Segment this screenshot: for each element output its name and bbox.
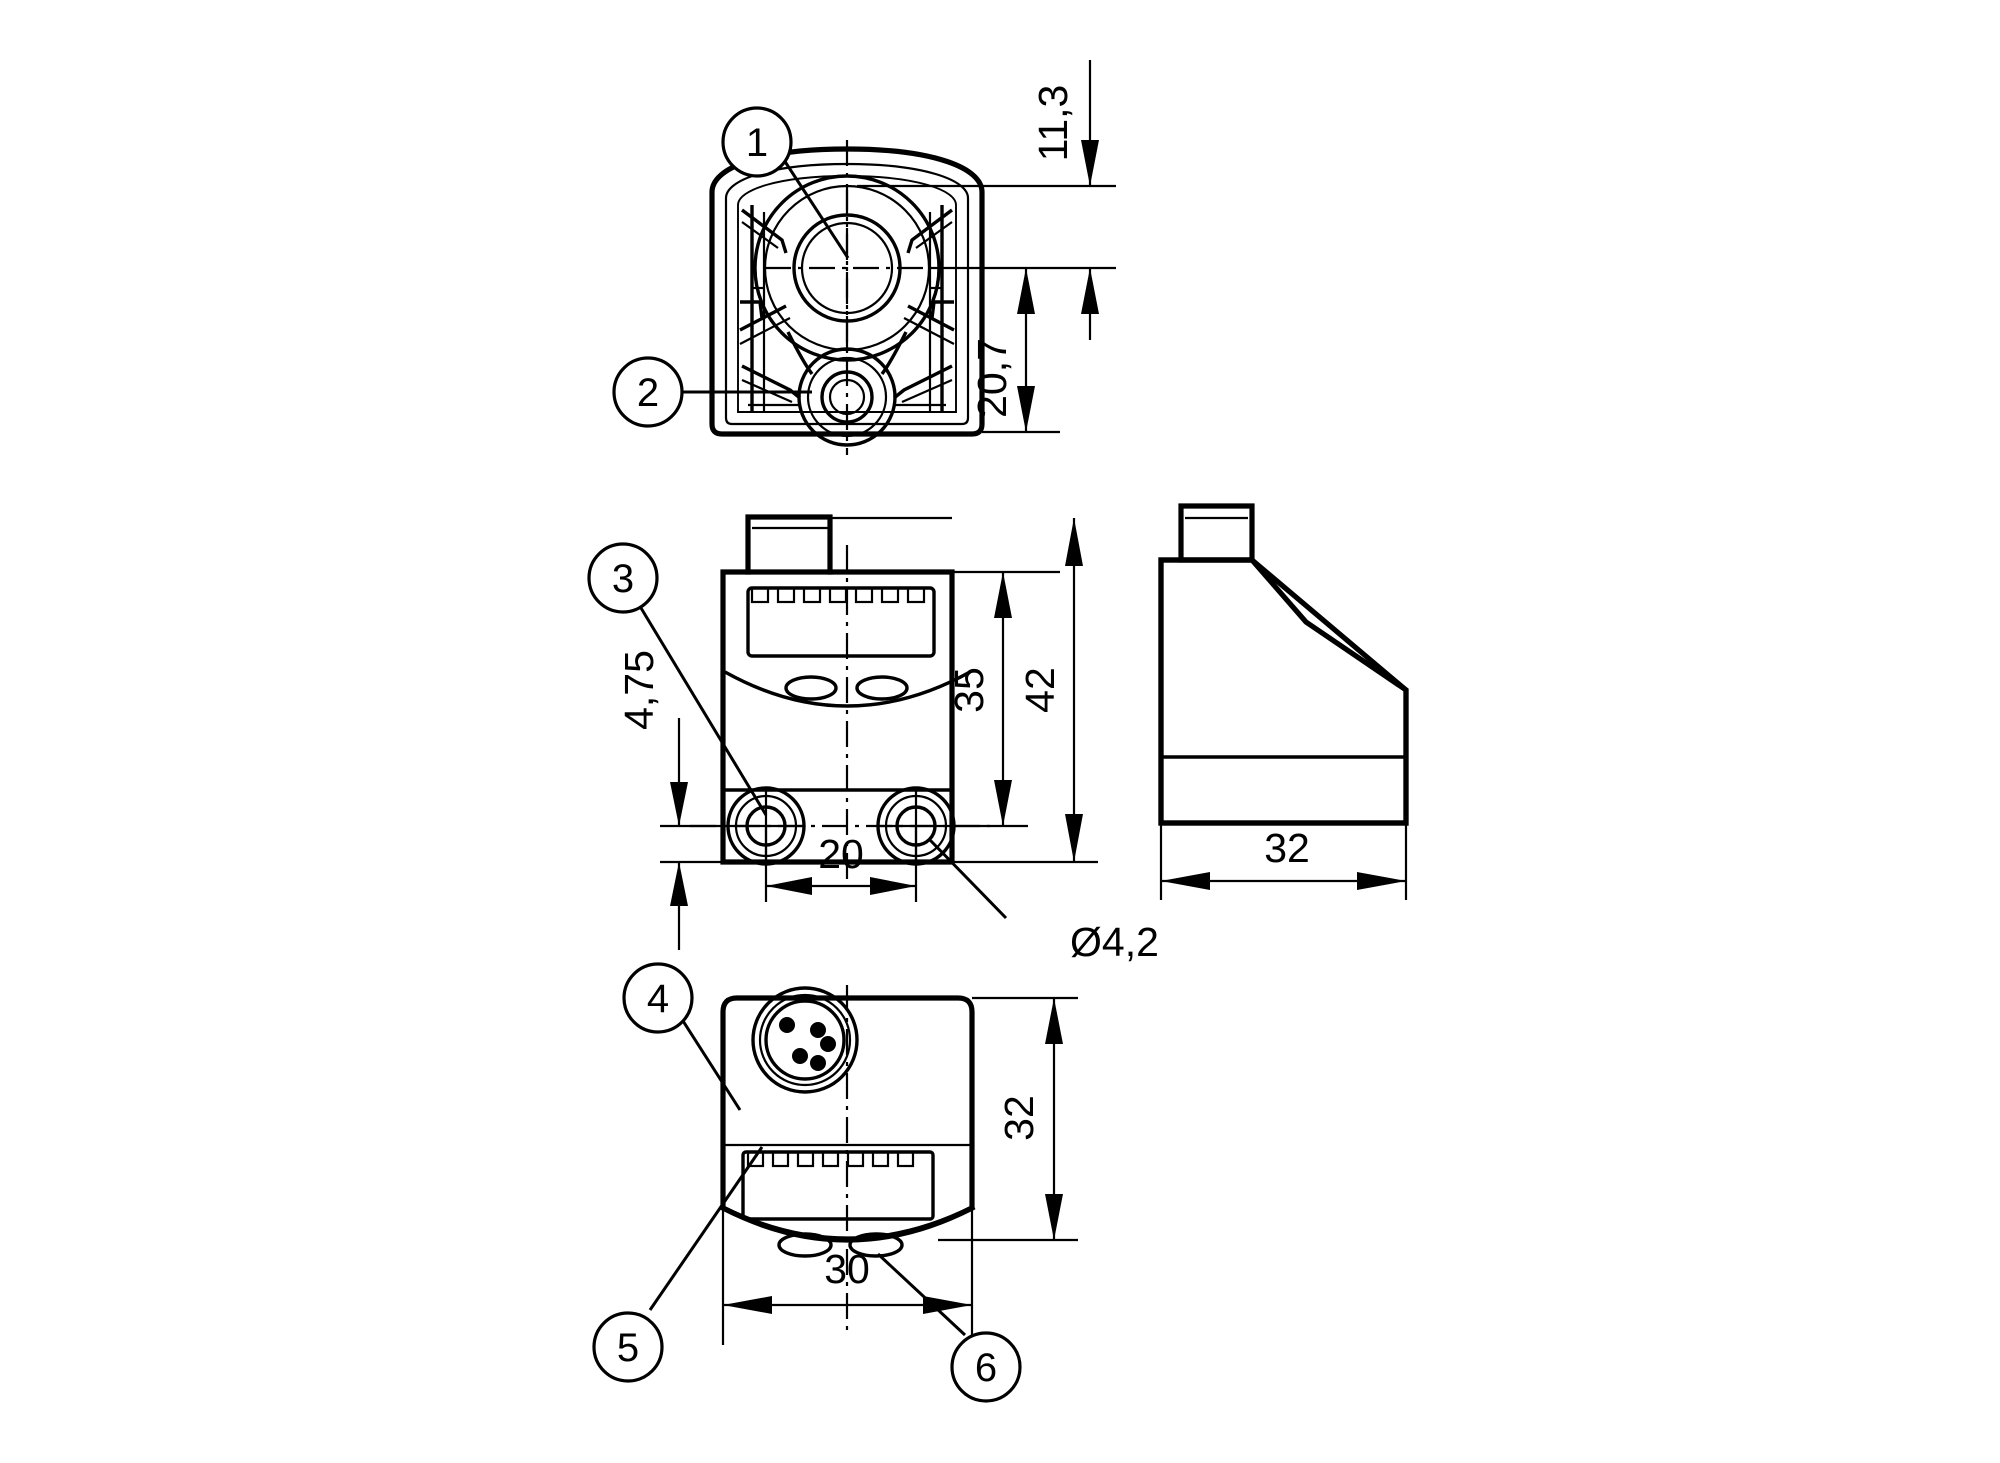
dimension-label-4-75: 4,75 [616,650,662,730]
bottom-view-face-curve [719,1204,976,1243]
bottom-view-connector-pin-2 [810,1022,826,1038]
bottom-view-connector-pin-5 [810,1055,826,1071]
callout-5-leader-line [648,1146,764,1311]
callout-4-bubble[interactable] [622,962,694,1034]
arrow-11-3-up [1081,268,1099,314]
bottom-view-connector-pin-4 [792,1048,808,1064]
arrow-11-3-down [1081,140,1099,186]
top-view [709,140,985,455]
arrow-20-left [766,877,812,895]
top-view-rib-lower-right [892,364,953,400]
arrow-42-up [1065,518,1083,566]
bottom-view-dimensions: 32 30 [721,996,1078,1345]
callout-1-label: 1 [746,121,768,165]
side-view-connector-stub [1178,503,1255,563]
side-view [1158,503,1409,826]
dimension-label-d4-2: Ø4,2 [1070,919,1159,965]
dimension-label-32-bottom: 32 [996,1095,1042,1141]
callout-1-group[interactable]: 1 [721,106,850,259]
top-view-rib-upper-right-2 [915,221,953,249]
top-view-rib-upper-left [740,208,788,254]
arrow-35-up [994,572,1012,618]
top-view-rib-upper-right [906,208,954,254]
bottom-view [719,985,976,1330]
callout-4-label: 4 [647,977,669,1021]
top-view-boss-waist-right [880,331,908,376]
arrow-30-right [923,1296,972,1314]
front-view [690,514,990,880]
top-view-rib-lower-right-2 [901,378,953,404]
bottom-view-connector-pin-1 [779,1017,795,1033]
arrow-4-75-up [670,862,688,906]
top-view-dimensions: 11,3 20,7 [857,60,1116,434]
dimension-label-20: 20 [818,831,864,877]
dimension-label-20-7: 20,7 [969,338,1015,418]
top-view-small-aperture-outer [820,370,874,424]
top-view-rib-upper-left-2 [741,221,779,249]
dimension-label-11-3: 11,3 [1030,85,1076,162]
dimension-label-42: 42 [1017,667,1063,713]
side-view-dimensions: 32 [1159,823,1408,900]
callout-4-leader-line [674,1009,742,1111]
side-view-body-outline [1158,557,1409,826]
arrow-32-bottom-up [1045,998,1063,1044]
arrow-20-right [870,877,916,895]
top-view-rib-mid-right [930,300,954,319]
callout-5-group[interactable]: 5 [592,1146,764,1383]
front-view-button-right [855,675,909,701]
callout-3-label: 3 [612,557,634,601]
dimension-label-35: 35 [946,667,992,713]
bottom-view-connector-pin-3 [820,1036,836,1052]
bottom-view-display-segments [746,1150,915,1168]
callout-1-leader-line [782,159,850,259]
bottom-view-connector-ring [758,993,852,1087]
top-view-rib-mid-left [740,300,764,319]
arrow-20-7-up [1017,268,1035,314]
arrow-32-bottom-down [1045,1194,1063,1240]
arrow-30-left [723,1296,772,1314]
top-view-small-boss-inner [806,356,888,438]
callout-1-bubble[interactable] [721,106,793,178]
callout-4-group[interactable]: 4 [622,962,742,1111]
dimension-label-32-side: 32 [1264,825,1310,871]
front-view-button-left [784,675,838,701]
front-view-dimensions: 4,75 35 42 20 Ø4,2 [616,518,1159,965]
callout-5-label: 5 [617,1326,639,1370]
callout-3-group[interactable]: 3 [587,542,768,816]
callout-3-bubble[interactable] [587,542,659,614]
arrow-20-7-down [1017,386,1035,432]
callout-6-leader-line [876,1252,967,1337]
front-view-display-window [746,586,936,658]
dimension-label-30: 30 [824,1246,870,1292]
top-view-rib-lower-left [741,364,802,400]
callout-2-bubble[interactable] [612,356,684,428]
front-view-connector-stub [745,514,833,575]
callout-3-leader-line [639,607,768,816]
bottom-view-connector-inner [764,999,846,1081]
callout-2-group[interactable]: 2 [612,356,812,428]
callout-2-label: 2 [637,371,659,415]
front-view-body-outline [720,569,955,865]
bottom-view-button-right [848,1232,904,1258]
callout-5-bubble[interactable] [592,1311,664,1383]
dim-d4-2-leader-line [928,838,1008,920]
arrow-35-down [994,780,1012,826]
callout-6-group[interactable]: 6 [876,1252,1022,1403]
callout-6-bubble[interactable] [950,1331,1022,1403]
top-view-boss-waist-left [786,331,814,376]
arrow-32-side-right [1357,872,1406,890]
bottom-view-connector-outer [751,986,859,1094]
front-view-display-segments [750,586,926,604]
front-view-face-curve [724,670,971,708]
arrow-32-side-left [1161,872,1210,890]
callout-6-label: 6 [975,1346,997,1390]
arrow-42-down [1065,814,1083,862]
arrow-4-75-down [670,782,688,826]
top-view-small-aperture-inner [828,378,866,416]
